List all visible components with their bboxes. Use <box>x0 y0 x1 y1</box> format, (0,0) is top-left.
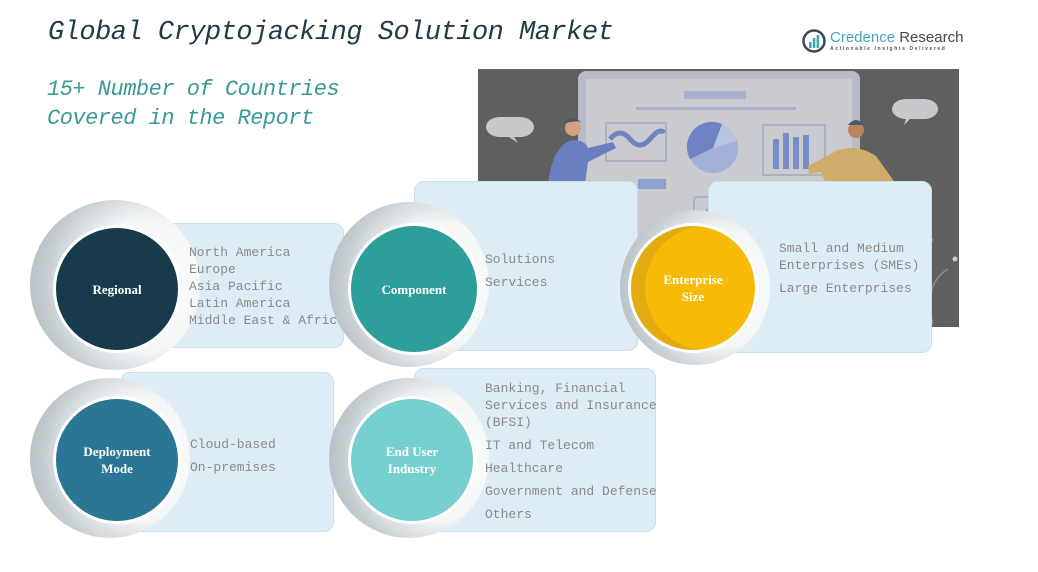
enterprise-size-label-line1: Enterprise <box>663 272 723 287</box>
list-item: On-premises <box>190 460 276 475</box>
pie-chart-graphic <box>686 121 738 173</box>
list-item: Solutions <box>485 252 556 267</box>
end-user-industry-circle: End User Industry <box>348 396 476 524</box>
list-item: Middle East & Africa <box>189 313 346 328</box>
bar-chart-circle-icon <box>802 29 826 53</box>
list-item: Asia Pacific <box>189 279 283 294</box>
end-user-industry-items: Banking, Financial Services and Insuranc… <box>485 380 657 523</box>
wave-chart <box>608 128 667 148</box>
regional-label: Regional <box>92 281 142 297</box>
list-item: Government and Defense <box>485 484 657 499</box>
bar-chart-graphic <box>773 133 809 169</box>
person-right <box>808 120 896 184</box>
list-item: Services and Insurance <box>485 398 657 413</box>
end-user-industry-label-line2: Industry <box>387 461 437 476</box>
list-item: IT and Telecom <box>485 438 595 453</box>
logo-name-part1: Credence <box>830 29 896 46</box>
credence-research-logo: Credence Research Actionable Insights De… <box>802 29 963 53</box>
list-item: (BFSI) <box>485 415 532 430</box>
regional-circle: Regional <box>53 225 181 353</box>
component-circle: Component <box>348 223 480 355</box>
deployment-mode-label: Deployment Mode <box>83 443 150 477</box>
deployment-mode-label-line1: Deployment <box>83 444 151 459</box>
speech-bubble-right <box>892 99 938 125</box>
component-label: Component <box>381 281 447 297</box>
list-item: Europe <box>189 262 236 277</box>
enterprise-size-circle: Enterprise Size <box>628 223 758 353</box>
list-item: Banking, Financial <box>485 381 626 396</box>
countries-subtitle: 15+ Number of Countries Covered in the R… <box>47 75 340 133</box>
list-item: North America <box>189 245 291 260</box>
speech-bubble-left <box>486 117 534 143</box>
enterprise-size-items: Small and Medium Enterprises (SMEs) Larg… <box>779 240 919 297</box>
component-items: Solutions Services <box>485 248 555 294</box>
end-user-industry-label-line1: End User <box>385 444 439 459</box>
list-item: Cloud-based <box>190 437 276 452</box>
list-item: Others <box>485 507 532 522</box>
regional-items: North America Europe Asia Pacific Latin … <box>189 244 345 329</box>
enterprise-size-label-line2: Size <box>681 289 705 304</box>
end-user-industry-label: End User Industry <box>386 443 438 477</box>
list-item: Healthcare <box>485 461 564 476</box>
logo-tagline: Actionable Insights Delivered <box>830 46 947 52</box>
list-item: Services <box>485 275 548 290</box>
enterprise-size-label: Enterprise Size <box>663 271 722 305</box>
subtitle-line-2: Covered in the Report <box>47 106 314 131</box>
list-item: Large Enterprises <box>779 281 912 296</box>
subtitle-line-1: 15+ Number of Countries <box>47 77 340 102</box>
deployment-mode-label-line2: Mode <box>101 461 133 476</box>
list-item: Small and Medium <box>779 241 904 256</box>
page-title: Global Cryptojacking Solution Market <box>48 18 614 48</box>
deployment-mode-circle: Deployment Mode <box>53 396 181 524</box>
list-item: Enterprises (SMEs) <box>779 258 920 273</box>
deployment-mode-items: Cloud-based On-premises <box>190 433 276 479</box>
logo-name-part2: Research <box>895 29 964 46</box>
person-left <box>548 118 616 184</box>
list-item: Latin America <box>189 296 291 311</box>
